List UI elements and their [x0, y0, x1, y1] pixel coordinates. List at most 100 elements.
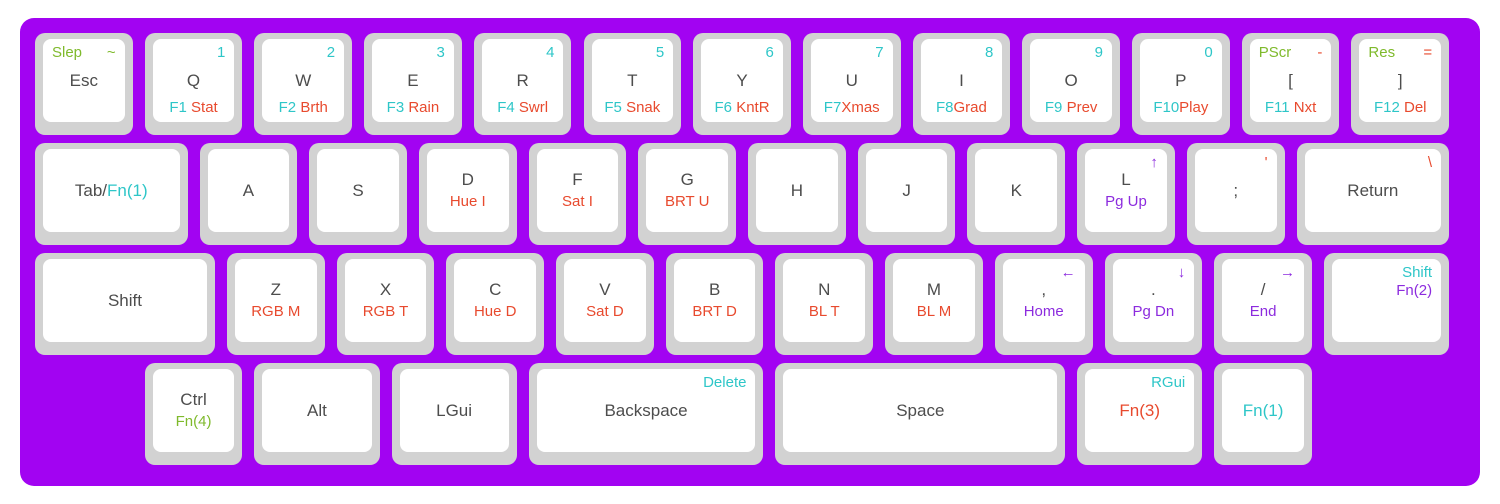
key-alt-main-text-0: Alt — [307, 400, 327, 420]
key-u-bottom-text-0: F7 — [823, 99, 842, 117]
key-lbracket-tr-legend: - — [1317, 45, 1322, 61]
key-tab-main-text-1: Fn(1) — [107, 180, 148, 200]
key-g-sub-text-0: BRT U — [664, 193, 710, 211]
key-t-bottom-text-0: F5 — [604, 99, 627, 117]
key-slash: →/End — [1214, 253, 1312, 355]
keycap-top: S — [317, 149, 399, 232]
key-p-main-text-0: P — [1175, 70, 1187, 90]
key-fn3-main-text-0: Fn(3) — [1119, 400, 1161, 420]
key-o-main-text-0: O — [1064, 70, 1078, 90]
key-q-center: Q — [153, 39, 235, 122]
key-fn3-main-legend: Fn(3) — [1119, 400, 1161, 420]
key-r-bottom-text-1: Swrl — [518, 99, 549, 117]
key-p-bottom-legend: F10Play — [1140, 100, 1222, 116]
keycap-top: Fn(1) — [1222, 369, 1304, 452]
key-g-main-legend: G — [681, 171, 694, 189]
key-period-sub-text-0: Pg Dn — [1132, 303, 1175, 321]
key-s-main-legend: S — [352, 180, 364, 200]
key-rbracket-tl-text-0: Res — [1368, 44, 1396, 61]
key-a-main-text-0: A — [242, 180, 255, 200]
keycap-top: ↓.Pg Dn — [1112, 259, 1195, 342]
key-z-main-text-0: Z — [270, 280, 281, 300]
key-backspace-main-text-0: Backspace — [604, 400, 688, 420]
key-esc-tr-legend: ~ — [107, 45, 116, 61]
key-d-sub-legend: Hue I — [450, 194, 486, 210]
key-t-tr-legend: 5 — [656, 45, 664, 61]
key-return-main-text-0: Return — [1347, 180, 1399, 200]
key-x-main-legend: X — [380, 281, 391, 299]
key-h-center: H — [756, 149, 838, 232]
key-w-main-legend: W — [295, 70, 312, 90]
key-d-main-text-0: D — [461, 170, 474, 190]
keycap-top: \Return — [1304, 149, 1442, 232]
key-esc-main-text-0: Esc — [69, 70, 99, 90]
key-lshift-center: Shift — [43, 259, 207, 342]
key-rbracket-bottom-text-0: F12 — [1373, 99, 1404, 117]
key-k-main-legend: K — [1011, 181, 1022, 200]
key-i-main-text-0: I — [959, 70, 964, 90]
key-period-main-legend: . — [1151, 281, 1156, 299]
key-t-bottom-legend: F5 Snak — [592, 100, 674, 116]
key-rbracket-main-text-0: ] — [1397, 70, 1403, 90]
key-k: K — [967, 143, 1066, 245]
keycap-top: A — [207, 149, 290, 232]
keycap-top: Res=]F12 Del — [1359, 39, 1442, 122]
key-rshift-tr-legend: Shift — [1402, 265, 1432, 281]
key-r-tr-legend: 4 — [546, 45, 554, 61]
key-t-bottom-text-1: Snak — [626, 99, 661, 117]
key-s-main-text-0: S — [352, 180, 364, 200]
key-r-main-text-0: R — [516, 70, 529, 90]
key-f-sub-legend: Sat I — [562, 194, 593, 210]
key-rbracket-center: ] — [1359, 39, 1441, 122]
key-w-center: W — [262, 39, 344, 122]
key-d-center: D Hue I — [427, 149, 509, 232]
key-p-main-legend: P — [1175, 70, 1187, 90]
keycap-top: ←,Home — [1002, 259, 1085, 342]
key-e-main-text-0: E — [407, 70, 419, 90]
key-l-main-text-0: L — [1121, 170, 1131, 190]
key-space-center: Space — [783, 369, 1057, 452]
key-fn3-tr-text-0: RGui — [1151, 374, 1186, 391]
key-n-sub-text-0: BL T — [808, 303, 840, 321]
key-esc-tr-text-0: ~ — [106, 44, 116, 61]
key-lgui-main-text-0: LGui — [436, 400, 473, 420]
key-ctrl-sub-legend: Fn(4) — [176, 414, 212, 430]
key-d-sub-text-0: Hue I — [449, 193, 486, 211]
key-w-main-text-0: W — [295, 70, 312, 90]
key-a-main-legend: A — [242, 180, 255, 200]
key-w-tr-legend: 2 — [327, 45, 335, 61]
key-fn1-main-text-0: Fn(1) — [1242, 400, 1284, 420]
key-comma-sub-text-0: Home — [1023, 303, 1064, 321]
key-lbracket: PScr-[F11 Nxt — [1241, 33, 1340, 135]
key-slash-tr-text-0: → — [1279, 264, 1295, 281]
key-m-sub-text-0: BL M — [916, 303, 952, 321]
key-backspace-tr-legend: Delete — [703, 375, 746, 391]
keycap-top: '; — [1194, 149, 1277, 232]
key-lbracket-bottom-legend: F11 Nxt — [1250, 100, 1332, 116]
key-lgui-center: LGui — [400, 369, 509, 452]
keycap-top: PScr-[F11 Nxt — [1249, 39, 1332, 122]
key-u-main-text-0: U — [845, 70, 858, 90]
key-i-bottom-text-0: F8 — [936, 99, 954, 117]
keycap-top: Alt — [262, 369, 372, 452]
key-y-bottom-text-1: KntR — [736, 99, 770, 117]
key-slash-center: /End — [1222, 259, 1304, 342]
key-p-center: P — [1140, 39, 1222, 122]
key-z-main-legend: Z — [271, 281, 281, 299]
